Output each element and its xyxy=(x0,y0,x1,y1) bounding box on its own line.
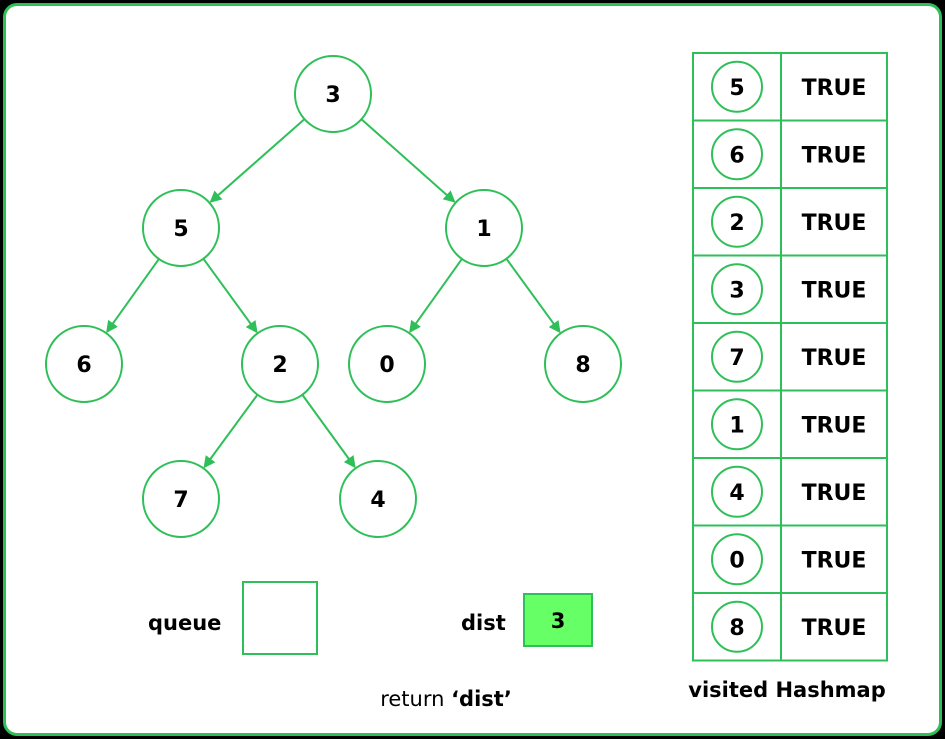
queue-section: queue xyxy=(148,581,318,655)
tree-node-circle xyxy=(142,189,220,267)
hashmap-value-cell xyxy=(780,592,888,662)
hashmap-value-cell xyxy=(780,187,888,257)
hashmap-key-circle xyxy=(711,128,763,181)
tree-edge-n2-n4 xyxy=(301,394,356,469)
dist-value: 3 xyxy=(551,609,566,633)
tree-nodes: 3 5 1 6 2 0 8 7 4 xyxy=(45,55,622,538)
hashmap-row: 3 TRUE xyxy=(692,254,888,324)
hashmap-key: 3 xyxy=(729,278,744,303)
tree-node: 0 xyxy=(348,325,426,403)
hashmap-key-circle xyxy=(711,60,763,113)
hashmap-value-cell xyxy=(780,322,888,392)
tree-edge-n1-n0 xyxy=(409,258,463,334)
tree-node: 2 xyxy=(241,325,319,403)
hashmap-key: 8 xyxy=(729,616,744,641)
tree-node-label: 5 xyxy=(173,217,188,242)
hashmap-key: 6 xyxy=(729,143,744,168)
tree-node-label: 8 xyxy=(575,353,590,378)
tree-node-label: 7 xyxy=(173,488,188,513)
hashmap-key-circle xyxy=(711,330,763,383)
tree-node-label: 1 xyxy=(476,217,491,242)
hashmap-value-cell xyxy=(780,524,888,594)
return-value: ‘dist’ xyxy=(451,687,512,711)
hashmap-value-cell xyxy=(780,254,888,324)
dist-section: dist 3 xyxy=(461,593,593,647)
hashmap-row: 0 TRUE xyxy=(692,524,888,594)
hashmap-value: TRUE xyxy=(802,211,867,236)
tree-node: 7 xyxy=(142,460,220,538)
tree-edge-n5-n6 xyxy=(106,258,160,334)
tree-node-label: 6 xyxy=(76,353,91,378)
tree-node-circle xyxy=(241,325,319,403)
tree-edge-n1-n8 xyxy=(505,258,561,334)
tree-edges xyxy=(106,118,561,469)
hashmap-key-circle xyxy=(711,600,763,653)
hashmap-key: 1 xyxy=(729,413,744,438)
hashmap-row: 8 TRUE xyxy=(692,592,888,662)
tree-node: 8 xyxy=(544,325,622,403)
hashmap-key: 4 xyxy=(729,481,744,506)
tree-node-circle xyxy=(339,460,417,538)
hashmap-row: 1 TRUE xyxy=(692,389,888,459)
hashmap-value: TRUE xyxy=(802,346,867,371)
tree-node-label: 0 xyxy=(379,353,394,378)
hashmap-key: 5 xyxy=(729,76,744,101)
hashmap-key: 0 xyxy=(729,548,744,573)
tree-node: 5 xyxy=(142,189,220,267)
hashmap-key-circle xyxy=(711,398,763,451)
tree-node-label: 3 xyxy=(325,83,340,108)
tree-node: 6 xyxy=(45,325,123,403)
tree-node-circle xyxy=(294,55,372,133)
tree-node-circle xyxy=(348,325,426,403)
tree-edge-n3-n1 xyxy=(360,118,456,203)
return-statement: return ‘dist’ xyxy=(380,687,512,711)
hashmap-value-cell xyxy=(780,52,888,122)
hashmap-value: TRUE xyxy=(802,481,867,506)
hashmap-value-cell xyxy=(780,119,888,189)
tree-edge-n2-n7 xyxy=(203,394,259,469)
tree-node: 3 xyxy=(294,55,372,133)
tree-node-circle xyxy=(544,325,622,403)
dist-box xyxy=(523,593,593,647)
hashmap-value-cell xyxy=(780,389,888,459)
hashmap-key-circle xyxy=(711,195,763,248)
hashmap-row: 7 TRUE xyxy=(692,322,888,392)
hashmap-key-circle xyxy=(711,263,763,316)
hashmap-row: 5 TRUE xyxy=(692,52,888,122)
hashmap-row: 4 TRUE xyxy=(692,457,888,527)
return-keyword: return xyxy=(380,687,451,711)
tree-node: 1 xyxy=(445,189,523,267)
hashmap-key-circle xyxy=(711,465,763,518)
tree-edge-n3-n5 xyxy=(209,118,306,203)
tree-edge-n5-n2 xyxy=(202,258,258,334)
tree-node-label: 4 xyxy=(370,488,385,513)
hashmap-value: TRUE xyxy=(802,548,867,573)
hashmap-title: visited Hashmap xyxy=(688,678,886,702)
queue-label: queue xyxy=(148,611,221,635)
hashmap-value-cell xyxy=(780,457,888,527)
dist-label: dist xyxy=(461,611,506,635)
hashmap-value: TRUE xyxy=(802,616,867,641)
hashmap-row: 6 TRUE xyxy=(692,119,888,189)
queue-box xyxy=(242,581,318,655)
hashmap-value: TRUE xyxy=(802,143,867,168)
tree-node-circle xyxy=(45,325,123,403)
hashmap-value: TRUE xyxy=(802,76,867,101)
tree-node-label: 2 xyxy=(272,353,287,378)
tree-node-circle xyxy=(445,189,523,267)
hashmap-key: 7 xyxy=(729,346,744,371)
hashmap-key: 2 xyxy=(729,211,744,236)
hashmap-value: TRUE xyxy=(802,413,867,438)
hashmap-row: 2 TRUE xyxy=(692,187,888,257)
hashmap-key-circle xyxy=(711,533,763,586)
tree-node-circle xyxy=(142,460,220,538)
hashmap-value: TRUE xyxy=(802,278,867,303)
tree-node: 4 xyxy=(339,460,417,538)
